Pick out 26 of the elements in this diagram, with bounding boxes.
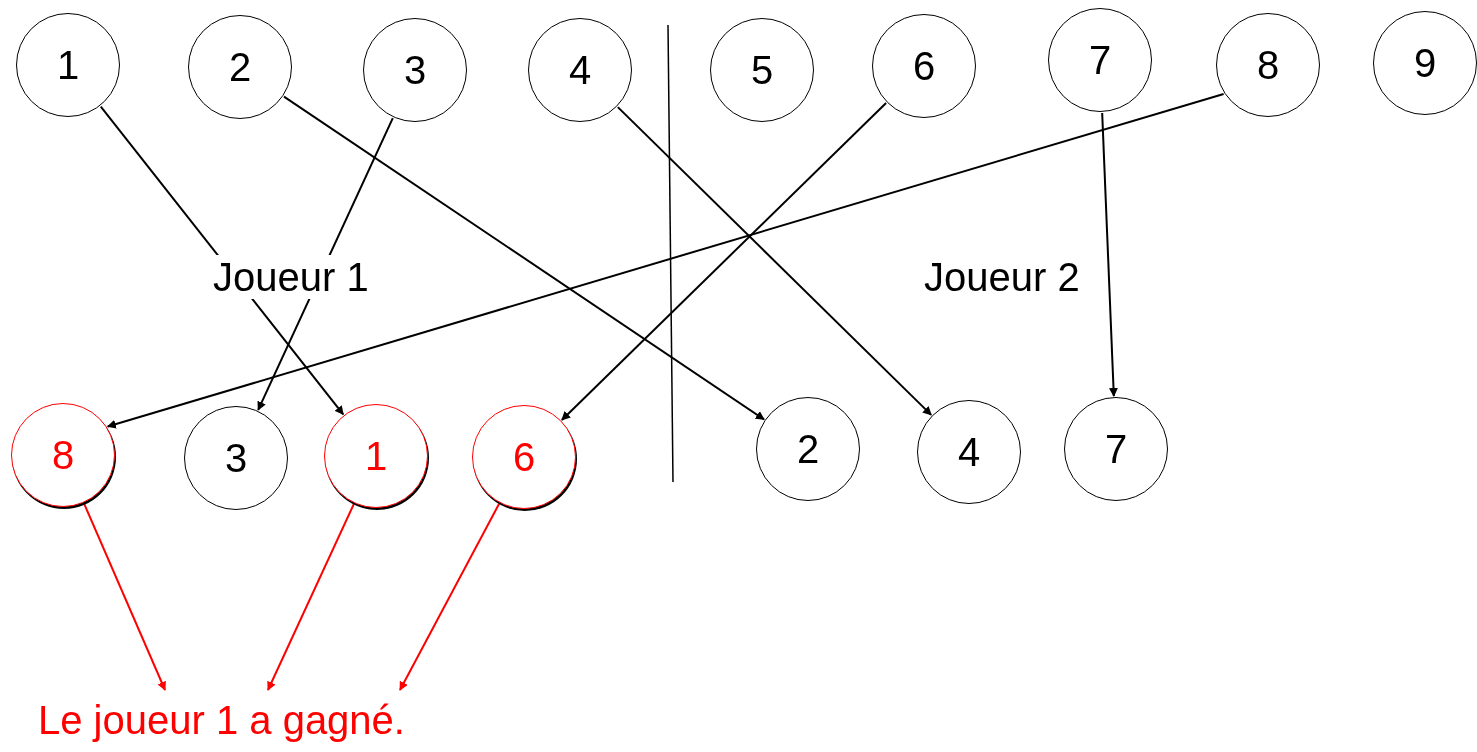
circle-number: 1: [56, 45, 80, 85]
arrow: [106, 92, 1225, 429]
circle-number: 9: [1413, 43, 1437, 83]
circle-number: 7: [1088, 40, 1112, 80]
circle-number: 6: [512, 437, 536, 477]
arrow: [283, 95, 765, 421]
arrow: [1101, 111, 1118, 398]
arrow: [560, 102, 888, 421]
circle-number: 4: [568, 50, 592, 90]
circle-number: 2: [796, 429, 820, 469]
circle-number: 7: [1104, 429, 1128, 469]
arrow: [616, 106, 933, 416]
circle-number: 5: [750, 50, 774, 90]
circle-number: 8: [51, 435, 75, 475]
circle-number: 1: [364, 436, 388, 476]
player-label: Joueur 1: [213, 255, 369, 299]
result-text: Le joueur 1 a gagné.: [38, 698, 405, 742]
arrow: [399, 502, 501, 691]
circle-number: 2: [228, 47, 252, 87]
circle-number: 3: [224, 438, 248, 478]
circle-number: 4: [957, 432, 981, 472]
circle-number: 8: [1256, 45, 1280, 85]
arrow: [83, 502, 166, 691]
circle-number: 3: [403, 50, 427, 90]
arrow: [267, 503, 355, 691]
circle-number: 6: [912, 46, 936, 86]
